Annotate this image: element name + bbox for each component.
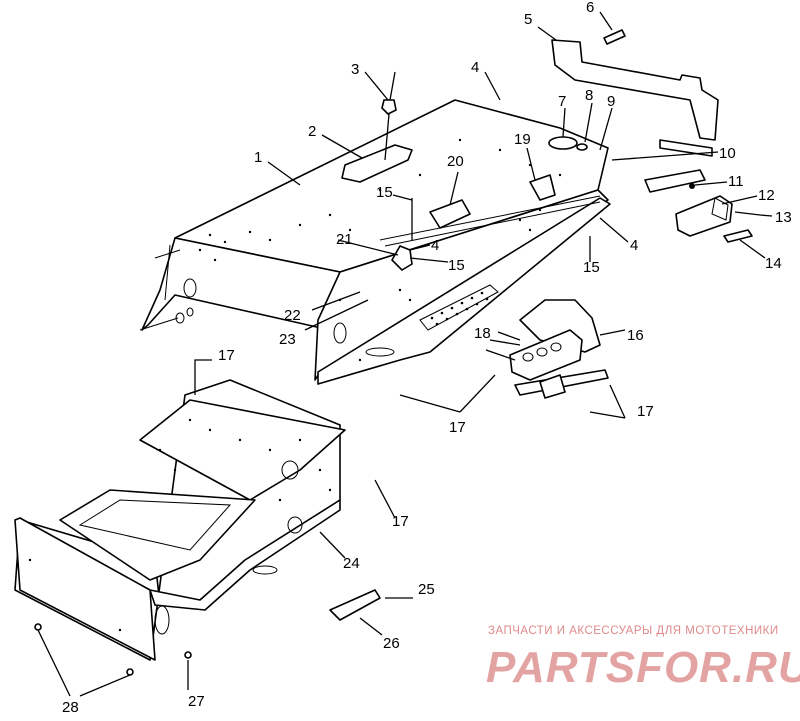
callout-15b: 15 [448, 257, 465, 274]
callout-4b: 4 [431, 237, 439, 254]
callout-26: 26 [383, 635, 400, 652]
watermark-brand: PARTSFOR.RU [486, 643, 800, 692]
tunnel-bottom-flange [317, 197, 611, 385]
callout-25: 25 [418, 581, 435, 598]
callout-3: 3 [351, 61, 359, 78]
callout-23: 23 [279, 331, 296, 348]
nut-part-11 [689, 183, 695, 189]
callout-22: 22 [284, 307, 301, 324]
tunnel-assembly [139, 99, 611, 385]
grommet-part-8 [576, 143, 588, 151]
tunnel-hole-small-2 [186, 307, 194, 317]
callout-19: 19 [514, 131, 531, 148]
callout-17b: 17 [449, 419, 466, 436]
fastener-part-27 [184, 651, 192, 659]
callout-10: 10 [719, 145, 736, 162]
watermark-tagline: ЗАПЧАСТИ И АКСЕССУАРЫ ДЛЯ МОТОТЕХНИКИ [488, 625, 779, 637]
grab-handle-part-2 [341, 144, 413, 183]
callout-7: 7 [558, 93, 566, 110]
light-housing-part-12 [675, 195, 733, 237]
callout-2: 2 [308, 123, 316, 140]
callout-14: 14 [765, 255, 782, 272]
tunnel-hole-right [333, 322, 347, 344]
tunnel-hole-left [183, 278, 197, 298]
callout-9: 9 [607, 93, 615, 110]
tunnel-slot [365, 347, 395, 357]
callout-17d: 17 [392, 513, 409, 530]
rear-bracket-part-5 [551, 39, 719, 141]
rail-part-11 [644, 169, 706, 193]
callout-27: 27 [188, 693, 205, 710]
callout-28: 28 [62, 699, 79, 716]
mount-bracket-part-16 [509, 299, 609, 399]
tunnel-rear-rail [139, 244, 181, 331]
tunnel-hole-small-1 [175, 312, 185, 324]
callout-16: 16 [627, 327, 644, 344]
pin-part-6 [603, 29, 626, 45]
callout-13: 13 [775, 209, 792, 226]
callout-24: 24 [343, 555, 360, 572]
bracket-part-19 [529, 174, 556, 201]
bolt-part-3 [381, 71, 397, 161]
grommet-part-7 [548, 136, 578, 150]
callout-6: 6 [586, 0, 594, 16]
callout-17a: 17 [218, 347, 235, 364]
callout-11: 11 [728, 173, 744, 190]
callout-12: 12 [758, 187, 775, 204]
callout-17c: 17 [637, 403, 654, 420]
strip-part-10 [659, 139, 713, 157]
screw-part-13 [734, 211, 761, 216]
tunnel-vent-pattern [419, 284, 499, 331]
pin-part-18 [485, 339, 521, 361]
callout-labels: 1 2 3 4 4 4 5 6 7 8 9 10 11 12 13 14 15 … [62, 0, 792, 716]
callout-4a: 4 [471, 59, 479, 76]
bracket-part-20 [429, 199, 471, 229]
leader-lines [37, 11, 773, 697]
watermark: ЗАПЧАСТИ И АКСЕССУАРЫ ДЛЯ МОТОТЕХНИКИ PA… [486, 625, 800, 692]
callout-20: 20 [447, 153, 464, 170]
tunnel-center-rail [379, 195, 601, 247]
callout-15a: 15 [376, 184, 393, 201]
light-lens-part-12 [711, 197, 729, 221]
callout-4c: 4 [630, 237, 638, 254]
clip-part-21 [391, 245, 413, 271]
fastener-part-28a [34, 623, 42, 631]
callout-8: 8 [585, 87, 593, 104]
fastener-part-28b [126, 668, 134, 676]
gasket-part-14 [723, 229, 753, 243]
front-frame-part-24 [14, 379, 346, 661]
callout-5: 5 [524, 11, 532, 28]
callout-15c: 15 [583, 259, 600, 276]
bracket-part-26 [329, 589, 381, 621]
callout-18: 18 [474, 325, 491, 342]
callout-21: 21 [336, 231, 353, 248]
callout-1: 1 [254, 149, 262, 166]
